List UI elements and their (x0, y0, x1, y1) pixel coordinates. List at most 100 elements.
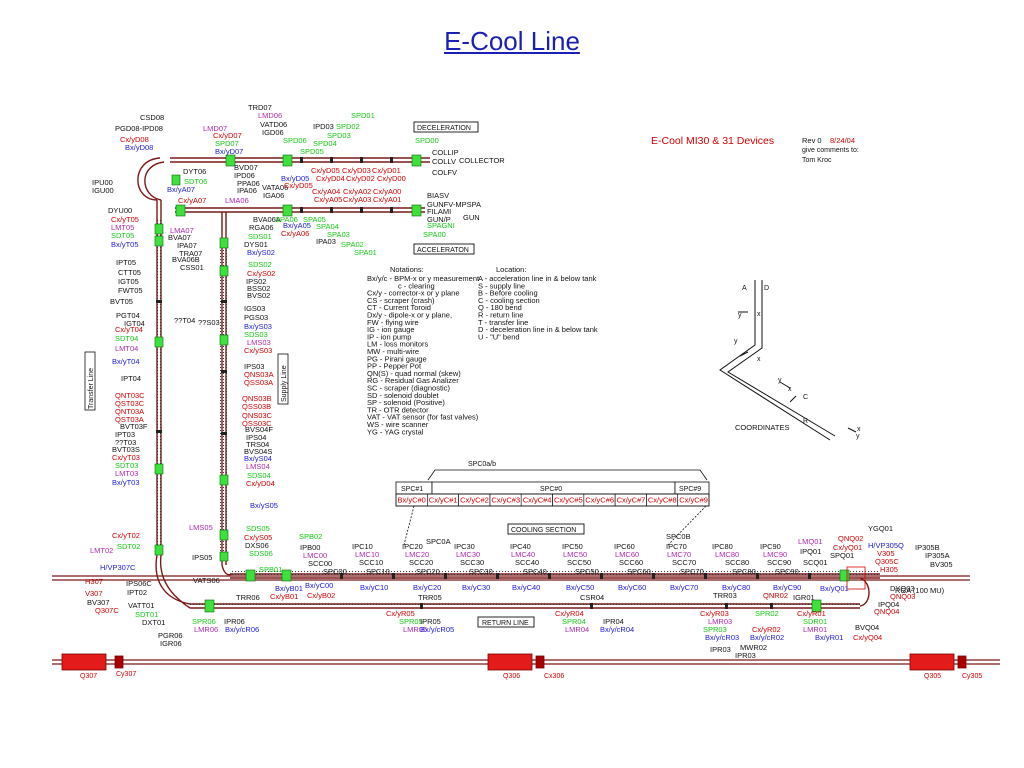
device-label: Bx/y/cR03 (705, 633, 739, 642)
device-label: SPD00 (415, 136, 439, 145)
device-label: Cx/yD08 (120, 135, 149, 144)
device-label: Bx/yT04 (112, 357, 140, 366)
device-label: SPC50 (575, 567, 599, 576)
device-label: BVA06A (253, 215, 281, 224)
device-label: TRS04 (246, 440, 269, 449)
device-label: LMC30 (456, 550, 480, 559)
notation-line: FW - flying wire (367, 318, 419, 327)
device-label: LMC40 (511, 550, 535, 559)
coord-letter-a: A (742, 285, 747, 292)
spc-group-9: SPC#9 (679, 486, 701, 493)
device-label: IPT02 (127, 588, 147, 597)
device-label: SDT03 (115, 461, 138, 470)
spc-cell: Cx/yC#5 (554, 496, 583, 505)
device-label: Bx/yR01 (815, 633, 843, 642)
device-label: IPC20 (402, 542, 423, 551)
notations-title: Notations: (390, 265, 424, 274)
gun-item: FILAMI (427, 207, 451, 216)
device-label: SPC20 (416, 567, 440, 576)
device-label: SPAGNI (427, 221, 455, 230)
device-label: PGT04 (116, 311, 140, 320)
return-line-label: RETURN LINE (482, 620, 529, 627)
device-label: H/VP307C (100, 563, 136, 572)
device-label: Cx/yR04 (555, 609, 584, 618)
device-label: H/VP305Q (868, 541, 904, 550)
device-label: SDS06 (249, 549, 273, 558)
device-label: Cx/yB02 (307, 591, 335, 600)
coord-letter-y: y (778, 377, 782, 384)
device-label: IGD06 (262, 128, 284, 137)
device-label: SPC0B (666, 532, 691, 541)
device-label: Cx/yQ04 (853, 633, 882, 642)
device-label: IPS05 (192, 553, 212, 562)
comments-label: give comments to: (802, 147, 859, 154)
location-legend: Location:A - acceleration line in & belo… (478, 265, 598, 341)
device-label: IPC90 (760, 542, 781, 551)
device-label: SCC20 (409, 558, 433, 567)
location-line: C - cooling section (478, 296, 540, 305)
device-label: BV305 (930, 560, 953, 569)
device-label: IPT04 (121, 374, 141, 383)
device-label: SPA05 (303, 215, 326, 224)
device-label: Cx/yR01 (797, 609, 826, 618)
device-label: DYQ03 (890, 584, 915, 593)
device-label: BVT03S (112, 445, 140, 454)
device-label: IPA03 (316, 237, 336, 246)
notation-line: Dx/y - dipole-x or y plane, (367, 311, 452, 320)
device-label: SDT04 (115, 334, 138, 343)
device-label: SPA06 (275, 215, 298, 224)
device-label: LMR05 (403, 625, 427, 634)
device-label: Cx/yA03 (343, 195, 371, 204)
device-label: Bx/yC00 (305, 581, 333, 590)
device-label: IGA06 (263, 191, 284, 200)
supply-line-label: Supply Line (281, 365, 288, 402)
device-labels: CSD08PGD08-IPD08Cx/yD08Bx/yD08IPU00IGU00… (85, 103, 953, 660)
device-label: IPD06 (234, 171, 255, 180)
device-label: IPQ01 (800, 547, 821, 556)
device-label: Bx/yC30 (462, 583, 490, 592)
gun-item: BIASV (427, 191, 449, 200)
device-label: H305 (880, 565, 898, 574)
device-label: IPD03 (313, 122, 334, 131)
device-label: Bx/yC60 (618, 583, 646, 592)
device-label: SDS04 (247, 471, 271, 480)
device-label: SPD02 (336, 122, 360, 131)
device-label: Bx/y/cR06 (225, 625, 259, 634)
coord-letter-y: y (734, 338, 738, 345)
ring-corrector-cx306: Cx306 (544, 673, 564, 680)
device-label: LMA07 (170, 226, 194, 235)
location-line: T - transfer line (478, 318, 528, 327)
device-label: LMC00 (303, 551, 327, 560)
coordinates-figure (719, 280, 857, 441)
device-label: Cx/yT05 (111, 215, 139, 224)
device-label: QST03A (115, 415, 144, 424)
device-label: SPB02 (299, 532, 322, 541)
device-label: TRD07 (248, 103, 272, 112)
device-label: Bx/yS03 (244, 322, 272, 331)
device-label: IPR06 (224, 617, 245, 626)
device-label: SDS02 (248, 260, 272, 269)
spc-bracket-label: SPC0a/b (468, 461, 496, 468)
device-label: BVQ04 (855, 623, 879, 632)
device-label: Cx/yD01 (372, 166, 401, 175)
device-label: H307 (85, 577, 103, 586)
device-label: SCQ01 (803, 558, 828, 567)
device-label: SPC30 (469, 567, 493, 576)
coord-letter-x: x (857, 426, 861, 433)
device-label: ??S03 (198, 318, 220, 327)
device-label: PPA06 (237, 179, 260, 188)
devices-title: E-Cool MI30 & 31 Devices (651, 135, 774, 147)
device-label: Cx/yR03 (700, 609, 729, 618)
device-label: IPQ04 (878, 600, 899, 609)
device-label: IGR01 (793, 593, 815, 602)
coord-letter-x: x (788, 386, 792, 393)
device-label: LMD06 (258, 111, 282, 120)
notation-line: MW - multi-wire (367, 347, 419, 356)
device-label: LMC90 (763, 550, 787, 559)
device-label: SPC80 (732, 567, 756, 576)
section-boxes (413, 121, 585, 628)
device-label: BVA06B (172, 255, 200, 264)
device-label: Cx/yR05 (386, 609, 415, 618)
device-label: Cx/yQ01 (833, 543, 862, 552)
